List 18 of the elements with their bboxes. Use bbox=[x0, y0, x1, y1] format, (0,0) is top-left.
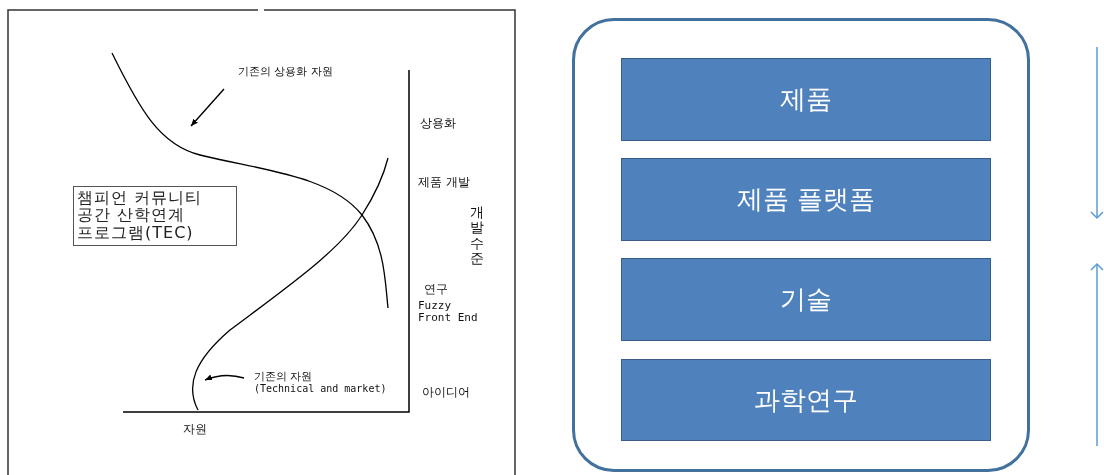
annotation-text: 기존의 자원 bbox=[254, 371, 314, 384]
axis-label: 연구 bbox=[424, 283, 448, 297]
axis-label: 상용화 bbox=[420, 117, 456, 131]
axis-label: 자원 bbox=[183, 423, 207, 437]
annotation-text: (Technical and market) bbox=[254, 383, 387, 395]
level-box: 기술 bbox=[621, 258, 991, 341]
annotation-text: 기존의 상용화 자원 bbox=[238, 66, 333, 79]
program-box: 챔피언 커뮤니티 공간 산학연계 프로그램(TEC) bbox=[73, 186, 237, 246]
level-box: 제품 플랫폼 bbox=[621, 158, 991, 241]
level-box: 과학연구 bbox=[621, 359, 991, 441]
axis-title: 개발 수준 bbox=[470, 205, 484, 267]
container-box bbox=[572, 18, 1030, 472]
leader-line bbox=[190, 88, 225, 127]
axis-label: 아이디어 bbox=[422, 386, 470, 400]
leader-line bbox=[204, 374, 245, 381]
axis-label: Fuzzy Front End bbox=[418, 300, 478, 325]
axis-label: 제품 개발 bbox=[418, 176, 470, 190]
level-box: 제품 bbox=[621, 58, 991, 141]
